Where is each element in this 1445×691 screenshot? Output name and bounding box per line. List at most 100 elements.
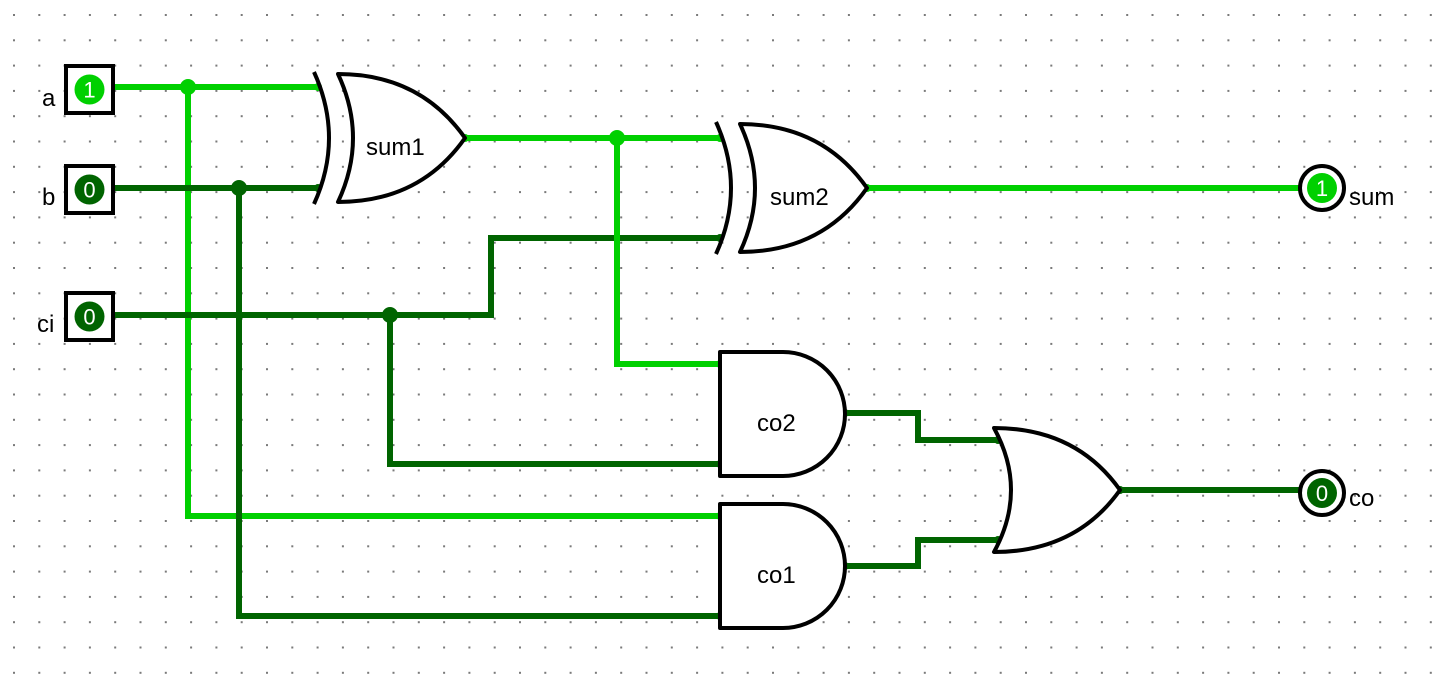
grid-dot [215,393,218,396]
grid-dot [1126,469,1129,472]
grid-dot [1176,621,1179,624]
grid-dot [114,64,117,67]
grid-dot [443,64,446,67]
grid-dot [341,64,344,67]
wire-ci[interactable] [113,235,720,467]
wire-b[interactable] [113,185,720,619]
output-pin-co[interactable]: 0 [1298,469,1346,517]
grid-dot [215,342,218,345]
and-gate-co1[interactable]: co1 [718,502,847,630]
wire-a[interactable] [113,84,720,519]
grid-dot [63,241,66,244]
grid-dot [1429,595,1432,598]
grid-dot [1404,241,1407,244]
grid-dot [620,368,623,371]
grid-dot [164,216,167,219]
grid-dot [822,14,825,16]
xor-gate-sum1[interactable]: sum1 [312,71,467,205]
grid-dot [266,393,268,396]
input-pin-ci[interactable]: 0 [64,291,115,342]
grid-dot [923,342,926,345]
grid-dot [316,165,319,168]
or-gate-co[interactable] [992,426,1122,554]
grid-dot [468,165,471,168]
grid-dot [822,342,825,345]
grid-dot [417,520,420,522]
grid-dot [772,646,774,649]
grid-dot [949,570,952,573]
grid-dot [949,89,952,92]
grid-dot [1075,646,1078,649]
grid-dot [1227,241,1230,244]
grid-dot [721,89,724,92]
grid-dot [645,444,648,447]
junction-dot [382,307,398,323]
grid-dot [519,39,521,42]
grid-dot [1151,342,1154,345]
grid-dot [898,241,901,244]
grid-dot [38,241,41,244]
grid-dot [1126,444,1129,447]
grid-dot [164,317,167,320]
grid-dot [670,570,673,573]
grid-dot [1025,64,1027,67]
grid-dot [670,595,673,598]
grid-dot [620,545,623,548]
grid-dot [1151,545,1154,548]
grid-dot [1303,621,1306,624]
input-pin-b[interactable]: 0 [64,164,115,215]
grid-dot [443,191,446,194]
input-pin-a[interactable]: 1 [64,64,115,115]
grid-dot [1100,115,1103,118]
grid-dot [266,14,268,16]
grid-dot [417,342,420,345]
grid-dot [949,317,952,320]
grid-dot [670,64,673,67]
grid-dot [1278,469,1280,472]
grid-dot [341,545,344,548]
grid-dot [1328,570,1331,573]
grid-dot [999,393,1002,396]
grid-dot [367,292,370,295]
grid-dot [88,494,91,497]
grid-dot [847,292,850,295]
grid-dot [721,14,724,16]
grid-dot [746,165,749,168]
wire-co1-out[interactable] [845,537,998,569]
grid-dot [670,14,673,16]
grid-dot [1202,216,1205,219]
wire-co2-out[interactable] [845,410,998,443]
grid-dot [594,39,597,42]
grid-dot [1379,241,1382,244]
output-pin-sum[interactable]: 1 [1298,164,1346,212]
grid-dot [114,469,117,472]
pin-led-co [1307,478,1337,508]
grid-dot [1050,64,1053,67]
grid-dot [1100,418,1103,421]
wire-sum1-out[interactable] [465,135,720,367]
xor-gate-sum2[interactable]: sum2 [714,121,869,255]
grid-dot [1404,39,1407,42]
grid-dot [215,646,218,649]
grid-dot [1227,216,1230,219]
grid-dot [417,267,420,269]
grid-dot [670,418,673,421]
grid-dot [291,191,294,194]
output-label-sum: sum [1349,184,1394,211]
grid-dot [1075,621,1078,624]
grid-dot [190,115,193,118]
grid-dot [443,368,446,371]
grid-dot [1252,39,1255,42]
and-gate-co2[interactable]: co2 [718,350,847,478]
grid-dot [645,368,648,371]
grid-dot [620,570,623,573]
grid-dot [139,216,142,219]
grid-dot [468,393,471,396]
grid-dot [873,520,876,522]
grid-dot [1353,39,1356,42]
grid-dot [1252,89,1255,92]
grid-dot [139,342,142,345]
grid-dot [392,292,395,295]
grid-dot [1379,444,1382,447]
